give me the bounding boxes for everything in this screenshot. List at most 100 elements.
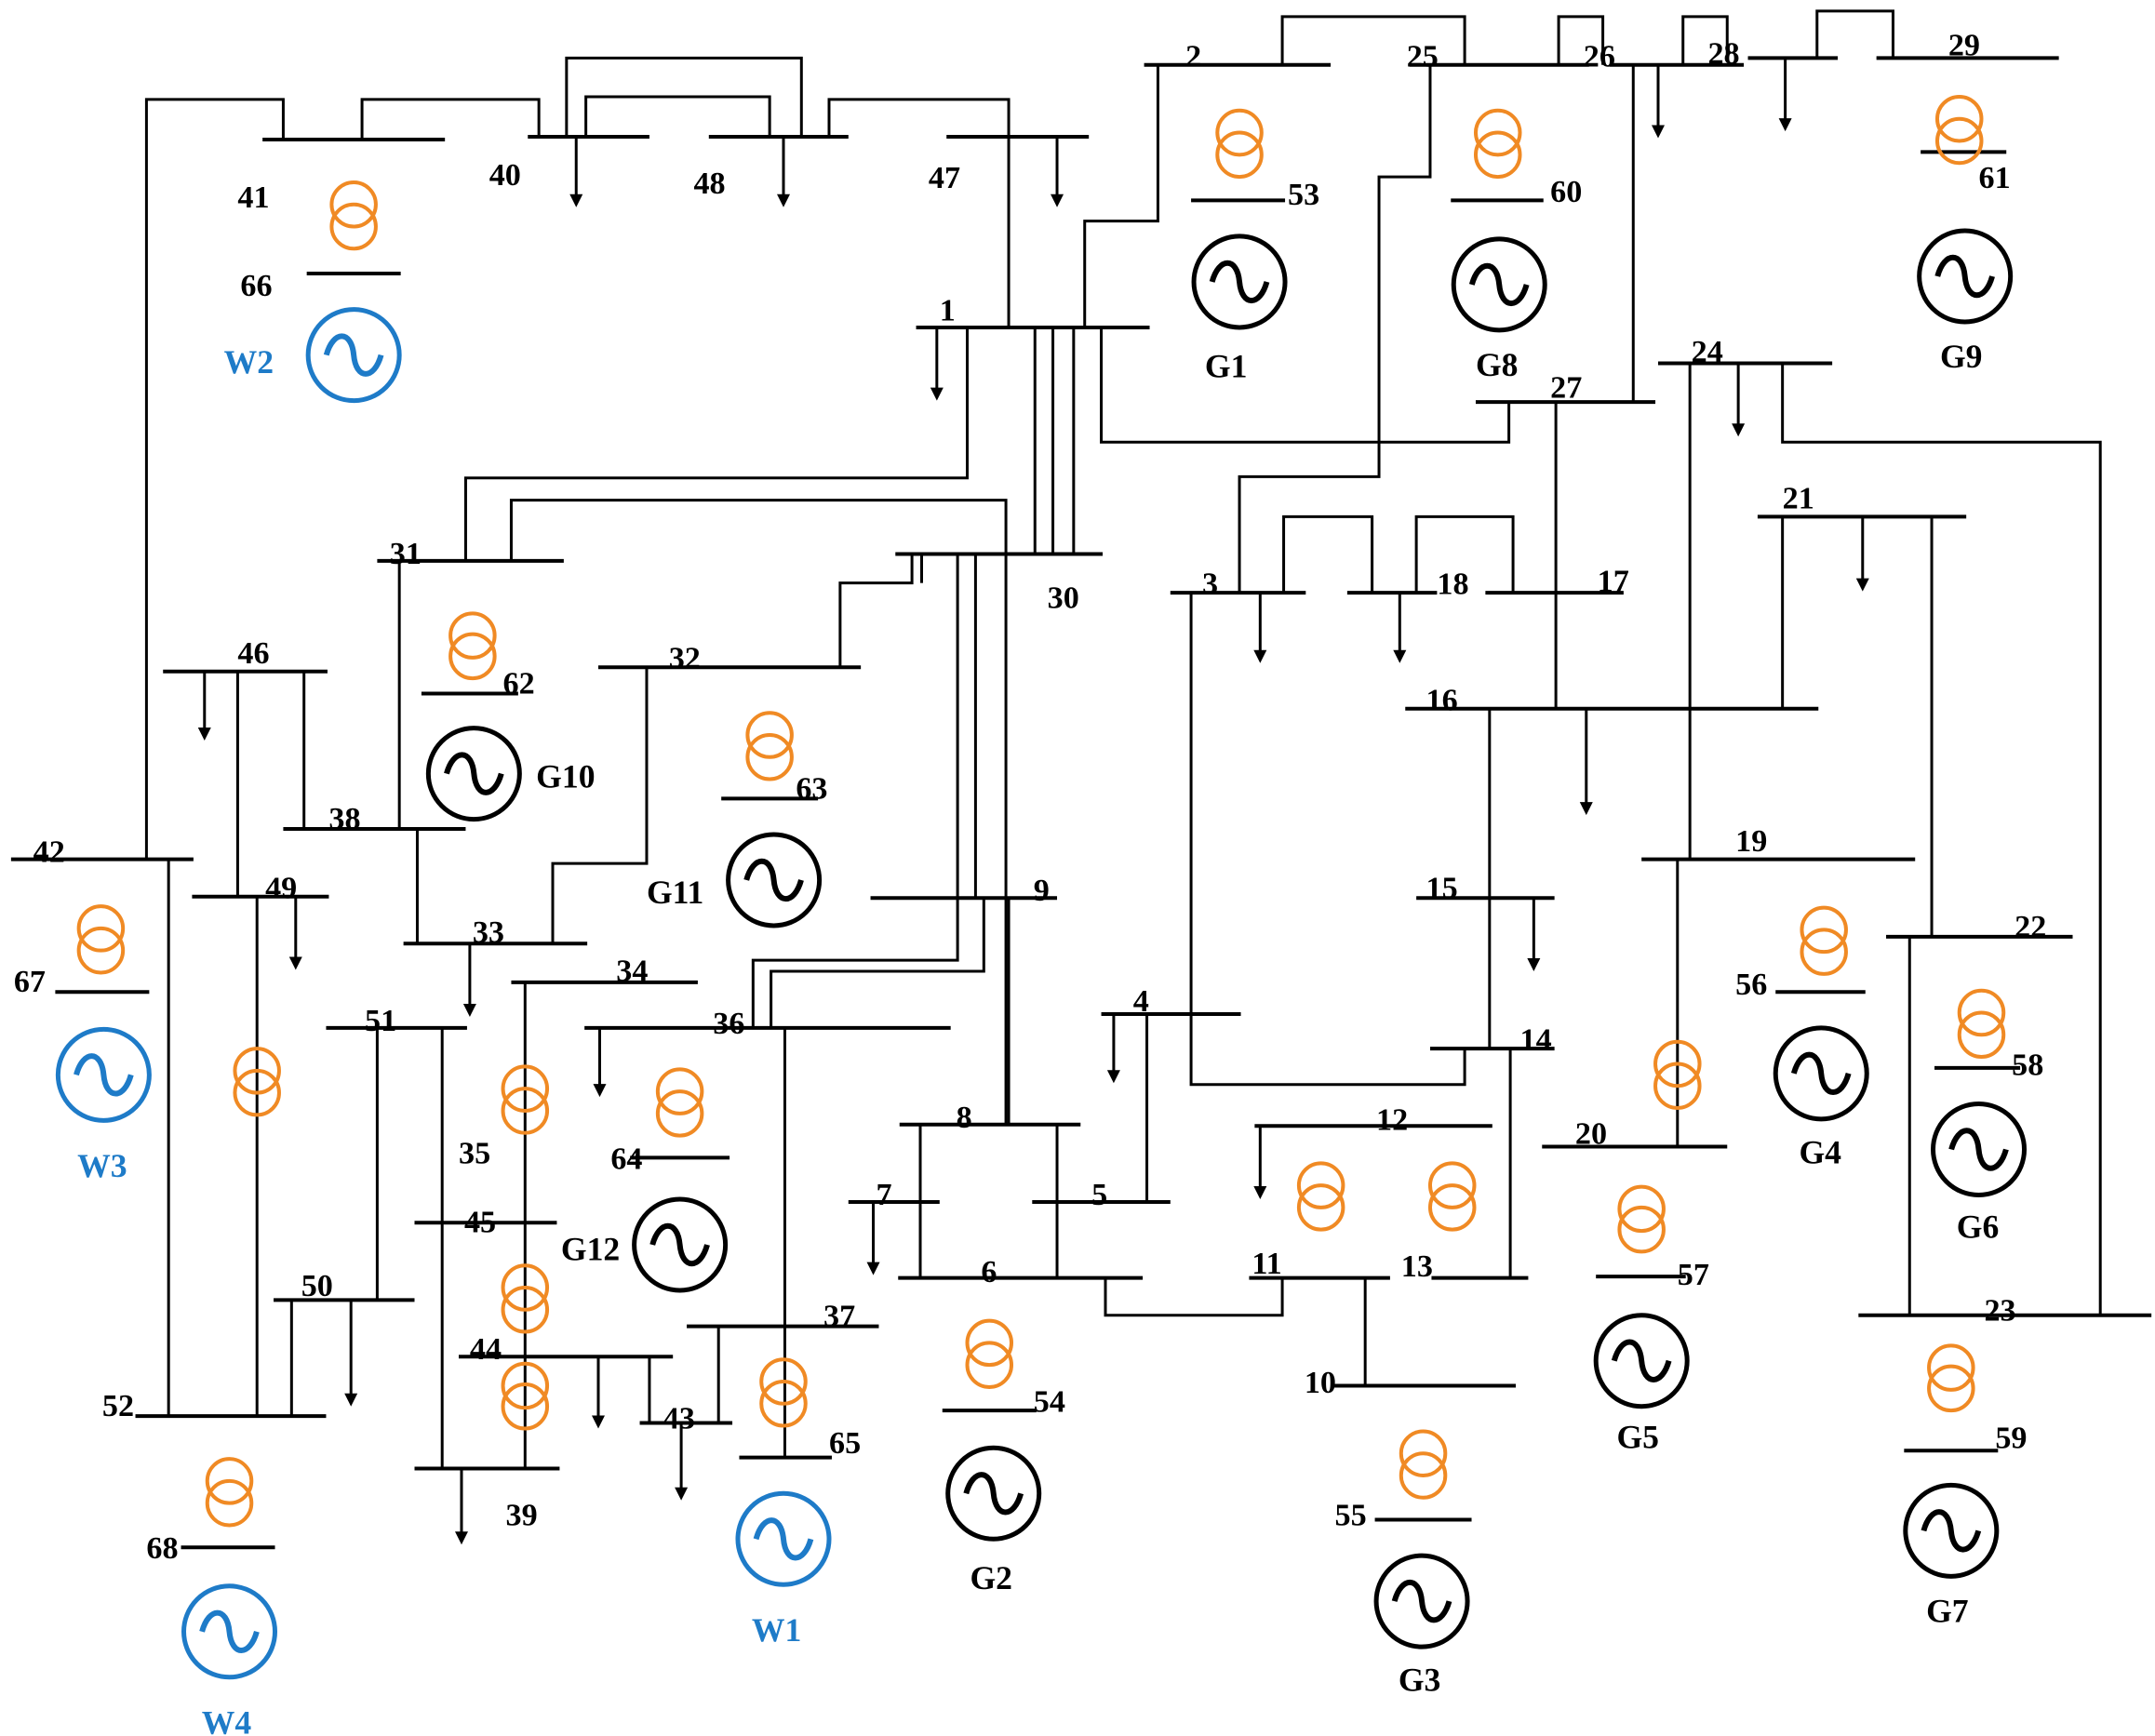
two-winding-transformer-icon bbox=[1215, 108, 1264, 180]
load-arrow-icon bbox=[1732, 363, 1746, 437]
bus-label-63: 63 bbox=[796, 771, 827, 806]
bus-label-31: 31 bbox=[390, 537, 422, 571]
generator-label-W2: W2 bbox=[224, 343, 274, 381]
generator-label-W3: W3 bbox=[77, 1147, 127, 1184]
two-winding-transformer-icon bbox=[501, 1361, 550, 1431]
generators bbox=[55, 228, 2028, 1680]
bus-label-30: 30 bbox=[1048, 581, 1079, 615]
bus-label-57: 57 bbox=[1678, 1258, 1709, 1292]
bus-label-22: 22 bbox=[2014, 910, 2046, 944]
bus-label-18: 18 bbox=[1437, 568, 1468, 602]
generator-label-W4: W4 bbox=[202, 1704, 252, 1736]
two-winding-transformer-icon bbox=[1399, 1429, 1448, 1500]
generator-symbol-icon bbox=[1373, 1553, 1470, 1649]
bus-label-9: 9 bbox=[1034, 874, 1050, 908]
load-arrow-icon bbox=[930, 327, 944, 401]
line-segment bbox=[1238, 64, 1432, 594]
generator-label-G4: G4 bbox=[1799, 1133, 1841, 1170]
line-segment bbox=[1557, 15, 1605, 65]
bus-label-17: 17 bbox=[1598, 565, 1629, 599]
generator-symbol-icon bbox=[55, 1026, 152, 1123]
two-winding-transformer-icon bbox=[1934, 94, 1984, 166]
bus-label-23: 23 bbox=[1984, 1294, 2015, 1329]
generator-symbol-icon bbox=[1451, 236, 1547, 333]
load-arrow-icon bbox=[1051, 137, 1064, 207]
bus-label-3: 3 bbox=[1202, 568, 1218, 602]
bus-label-68: 68 bbox=[146, 1531, 178, 1566]
bus-label-7: 7 bbox=[876, 1178, 891, 1212]
transmission-lines bbox=[144, 9, 2102, 1469]
load-arrow-icon bbox=[288, 896, 302, 970]
two-winding-transformer-icon bbox=[501, 1064, 550, 1135]
bus-label-62: 62 bbox=[503, 666, 535, 701]
bus-label-21: 21 bbox=[1783, 481, 1814, 515]
two-winding-transformer-icon bbox=[655, 1067, 704, 1138]
bus-label-33: 33 bbox=[473, 915, 504, 950]
bus-label-60: 60 bbox=[1550, 175, 1582, 209]
bus-label-61: 61 bbox=[1979, 161, 2011, 195]
bus-label-49: 49 bbox=[265, 871, 297, 905]
line-segment bbox=[1083, 64, 1159, 327]
two-winding-transformer-icon bbox=[1927, 1343, 1975, 1413]
bus-label-42: 42 bbox=[33, 835, 65, 870]
load-arrow-icon bbox=[592, 1356, 606, 1429]
generator-symbol-icon bbox=[1903, 1482, 2000, 1579]
bus-label-58: 58 bbox=[2012, 1048, 2043, 1082]
line-segment bbox=[1815, 9, 1894, 59]
line-segment bbox=[584, 95, 771, 138]
load-arrow-icon bbox=[344, 1300, 358, 1407]
generator-symbol-icon bbox=[945, 1445, 1042, 1542]
load-arrow-icon bbox=[454, 1468, 468, 1545]
generator-symbol-icon bbox=[1593, 1313, 1690, 1409]
bus-label-14: 14 bbox=[1520, 1023, 1552, 1058]
bus-label-1: 1 bbox=[940, 294, 956, 328]
generator-label-G8: G8 bbox=[1476, 346, 1519, 383]
bus-label-20: 20 bbox=[1575, 1117, 1607, 1152]
bus-label-41: 41 bbox=[237, 180, 269, 215]
generator-symbol-icon bbox=[181, 1583, 278, 1680]
bus-label-4: 4 bbox=[1133, 984, 1149, 1019]
bus-label-54: 54 bbox=[1034, 1385, 1065, 1420]
generator-symbol-icon bbox=[1191, 234, 1288, 330]
load-arrow-icon bbox=[1579, 708, 1593, 816]
bus-label-38: 38 bbox=[328, 802, 360, 836]
transformers bbox=[76, 94, 2006, 1528]
line-segment bbox=[1189, 593, 1466, 1087]
load-arrow-icon bbox=[1527, 898, 1541, 971]
bus-label-56: 56 bbox=[1735, 968, 1767, 1002]
two-winding-transformer-icon bbox=[1653, 1039, 1702, 1110]
load-arrow-icon bbox=[1253, 593, 1267, 663]
generator-label-G5: G5 bbox=[1616, 1418, 1659, 1455]
bus-label-46: 46 bbox=[237, 636, 269, 671]
two-winding-transformer-icon bbox=[76, 904, 126, 975]
two-winding-transformer-icon bbox=[1617, 1184, 1666, 1254]
generator-label-G1: G1 bbox=[1205, 347, 1248, 384]
bus-label-50: 50 bbox=[301, 1269, 333, 1303]
two-winding-transformer-icon bbox=[1296, 1161, 1345, 1232]
bus-label-11: 11 bbox=[1252, 1247, 1281, 1281]
line-segment bbox=[751, 554, 959, 1028]
line-segment bbox=[1414, 514, 1515, 594]
two-winding-transformer-icon bbox=[501, 1263, 550, 1334]
bus-label-47: 47 bbox=[929, 161, 960, 195]
two-winding-transformer-icon bbox=[1473, 108, 1522, 180]
generator-label-G7: G7 bbox=[1926, 1592, 1969, 1629]
bus-label-25: 25 bbox=[1407, 39, 1439, 73]
generator-label-G12: G12 bbox=[561, 1230, 620, 1267]
bus-label-65: 65 bbox=[829, 1426, 861, 1461]
generator-label-G3: G3 bbox=[1399, 1662, 1441, 1699]
line-segment bbox=[509, 499, 1008, 1125]
line-segment bbox=[1282, 514, 1374, 594]
generator-symbol-icon bbox=[735, 1490, 832, 1587]
bus-label-34: 34 bbox=[616, 954, 648, 988]
line-segment bbox=[463, 327, 969, 561]
load-arrow-icon bbox=[1855, 516, 1869, 592]
bus-label-40: 40 bbox=[489, 158, 521, 193]
bus-label-5: 5 bbox=[1091, 1178, 1107, 1212]
bus-label-32: 32 bbox=[669, 642, 701, 676]
line-segment bbox=[1100, 327, 1511, 444]
generator-symbol-icon bbox=[1931, 1102, 2028, 1198]
generator-label-W1: W1 bbox=[752, 1611, 801, 1649]
bus-label-39: 39 bbox=[506, 1498, 538, 1532]
